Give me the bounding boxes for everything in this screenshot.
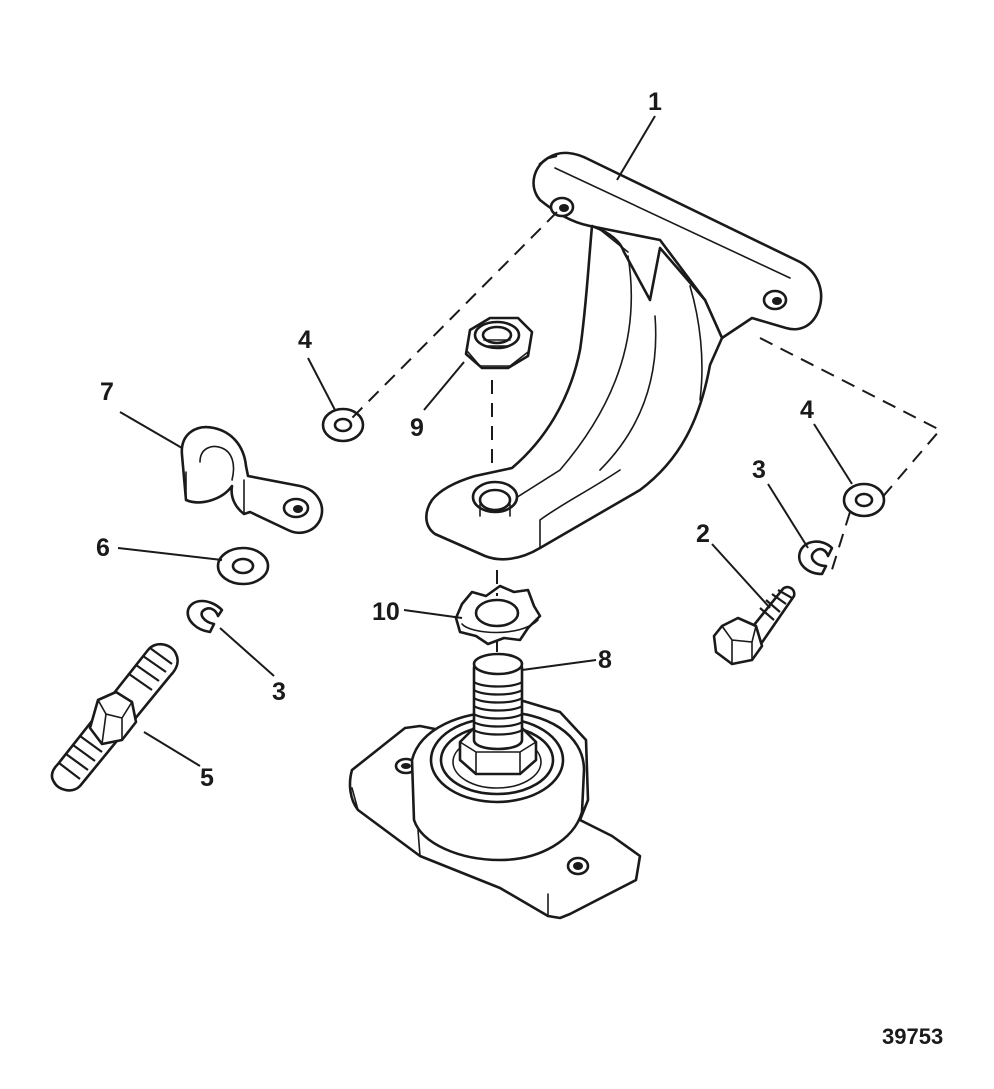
alignment-lines [351, 211, 942, 652]
callout-6: 6 [96, 534, 110, 562]
callout-7: 7 [100, 378, 114, 406]
callout-9: 9 [410, 414, 424, 442]
part-5-stud [50, 642, 179, 792]
callout-4-left: 4 [298, 326, 312, 354]
callout-8: 8 [598, 646, 612, 674]
part-9-hex-nut [464, 316, 534, 370]
callout-3-left: 3 [272, 678, 286, 706]
part-10-tab-washer [454, 584, 542, 646]
callout-2: 2 [696, 520, 710, 548]
part-2-bolt [712, 585, 796, 666]
leader-lines [117, 115, 853, 767]
callout-5: 5 [200, 764, 214, 792]
part-7-clamp [180, 425, 324, 534]
part-3-lock-washer-right [797, 540, 834, 576]
callout-4-right: 4 [800, 396, 814, 424]
callout-1: 1 [648, 88, 662, 116]
part-3-lock-washer-left [186, 599, 224, 634]
callout-3-right: 3 [752, 456, 766, 484]
callout-labels: 1 2 3 3 4 4 5 6 7 8 9 10 39753 [96, 88, 943, 1049]
part-6-washer [216, 546, 270, 586]
figure-number: 39753 [882, 1024, 943, 1049]
callout-10: 10 [372, 598, 400, 626]
part-1-mounting-bracket [425, 151, 823, 561]
part-8-engine-mount [348, 652, 642, 920]
part-4-washer-right [842, 482, 886, 518]
